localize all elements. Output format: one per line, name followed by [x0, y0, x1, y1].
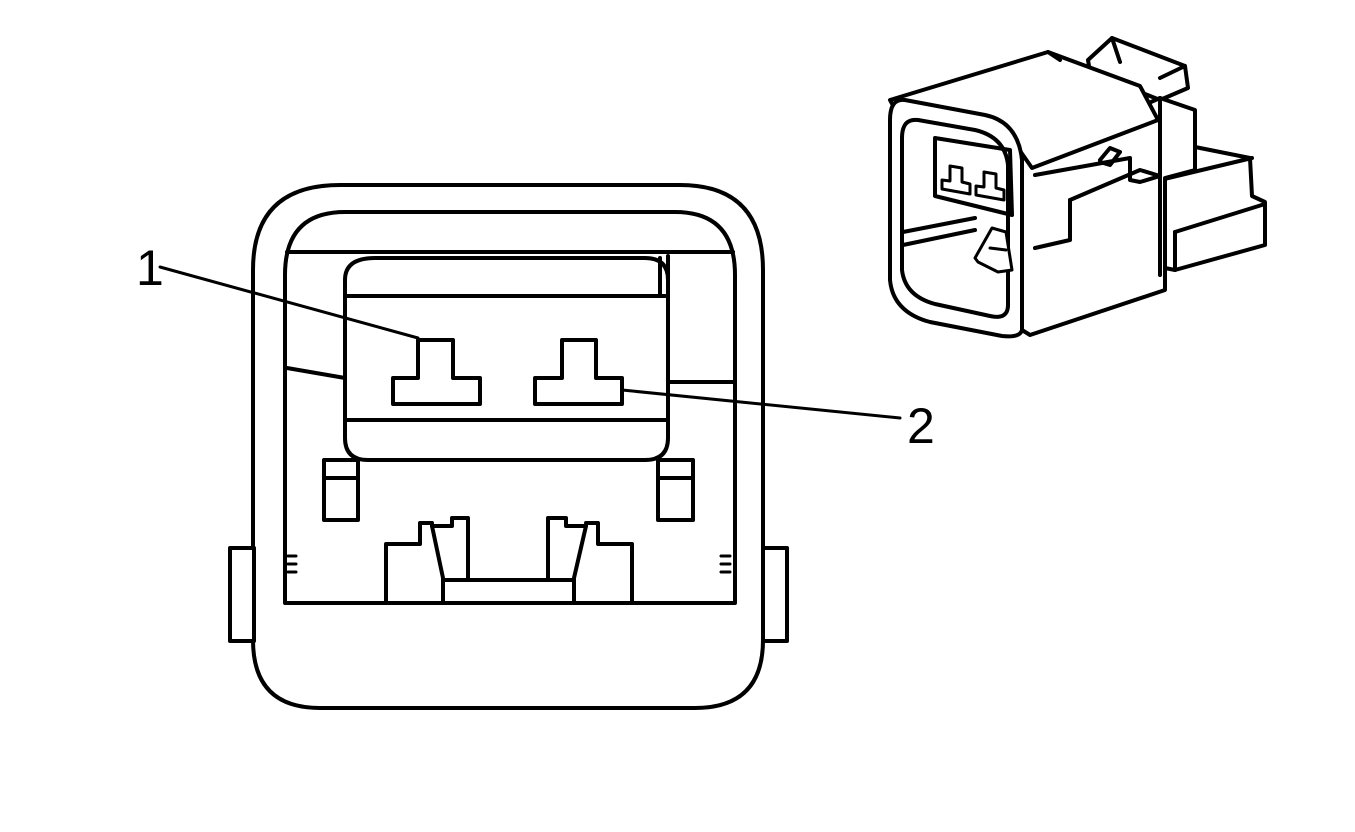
callout-2-leader	[620, 388, 902, 420]
iso-inner-floor	[901, 216, 977, 234]
left-guide-block	[322, 458, 360, 522]
callout-1-label: 1	[136, 240, 164, 296]
iso-inner-cavity	[933, 136, 1014, 217]
right-side-tab	[761, 546, 789, 643]
terminal-1	[391, 338, 482, 406]
connector-isometric-view	[888, 36, 1267, 339]
right-guide-block	[656, 458, 695, 522]
terminal-2	[533, 338, 624, 406]
iso-front-opening	[900, 117, 1010, 319]
connector-face-view	[228, 183, 789, 710]
iso-terminal-1	[940, 164, 972, 196]
callout-2-label: 2	[907, 398, 935, 454]
housing-inner-rim	[283, 210, 737, 605]
callout-1-leader	[158, 265, 420, 340]
locking-latch	[384, 516, 634, 605]
right-tab-ribs	[719, 554, 732, 574]
left-side-tab	[228, 546, 256, 643]
terminal-cavity	[343, 256, 670, 462]
left-tab-ribs	[286, 554, 298, 574]
iso-lock-tab	[973, 226, 1014, 274]
housing-outer	[251, 183, 765, 710]
left-wall-edge	[285, 366, 347, 380]
iso-terminal-2	[974, 170, 1006, 202]
